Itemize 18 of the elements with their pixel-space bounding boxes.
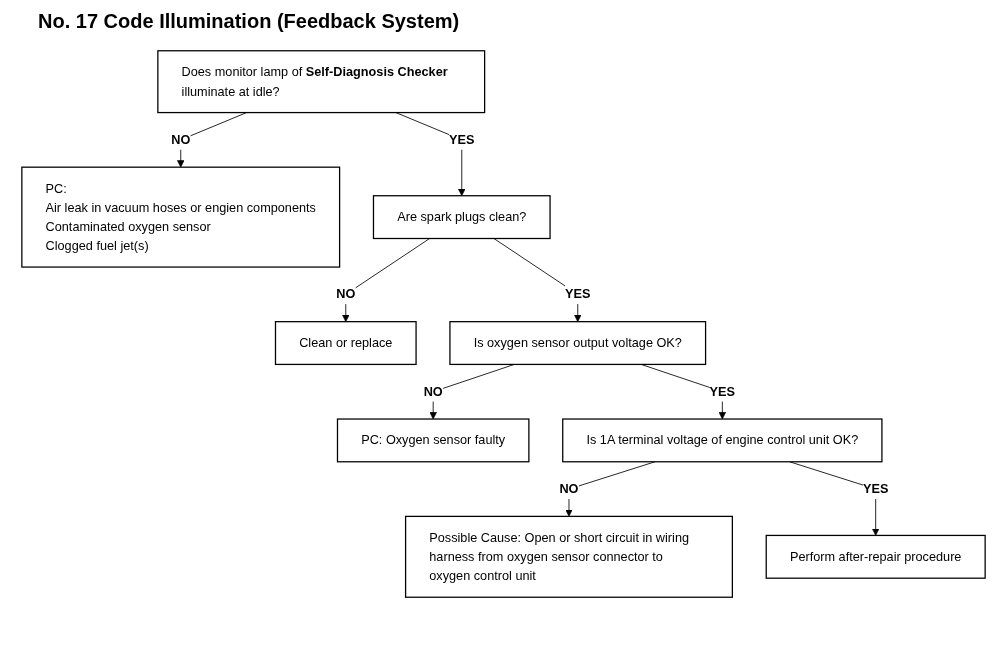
node-box: Possible Cause: Open or short circuit in wiring harness from oxygen sensor connector to oxygen control unit — [404, 515, 733, 598]
edge-label: YES — [862, 481, 889, 496]
edge-label: NO — [171, 132, 191, 147]
node-box: Is oxygen sensor output voltage OK? — [449, 321, 707, 366]
node-box: Is 1A terminal voltage of engine control unit OK? — [562, 418, 883, 463]
edge-label: NO — [423, 383, 443, 399]
node-box: Are spark plugs clean? — [372, 195, 551, 240]
node-box: PC: Air leak in vacuum hoses or engien components Contaminated oxygen sensor Clogged fuel jet(s) — [21, 166, 341, 268]
edge-label: YES — [709, 383, 736, 399]
edge-label: YES — [565, 286, 591, 301]
node-box: PC: Oxygen sensor faulty — [336, 418, 530, 463]
edge-label: NO — [336, 286, 356, 301]
edge-label: YES — [449, 132, 475, 147]
node-box: Clean or replace — [274, 321, 417, 366]
diagram-title: No. 17 Code Illumination (Feedback System) — [38, 10, 460, 33]
edge-label: NO — [559, 481, 579, 496]
node-box: Perform after-repair procedure — [765, 534, 986, 579]
node-box: Does monitor lamp of Self-Diagnosis Checker illuminate at idle? — [157, 50, 486, 114]
